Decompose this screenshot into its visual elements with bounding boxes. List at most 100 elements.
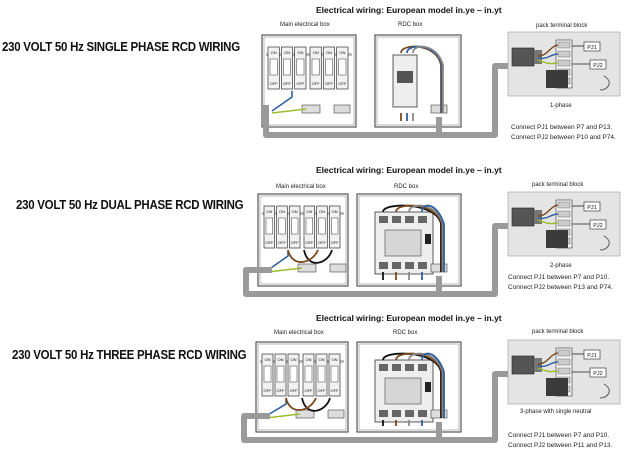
panel-title: 230 VOLT 50 Hz THREE PHASE RCD WIRING: [12, 348, 247, 362]
rdc-wire: [421, 352, 445, 426]
breaker-off-label: OFF: [270, 81, 279, 86]
terminal-wire-blue: [537, 361, 559, 368]
cable-conduit-to-terminal: [436, 371, 514, 443]
breaker-toggle: [318, 217, 326, 235]
breaker-on-label: ON: [306, 357, 312, 362]
cable-conduit-to-terminal: [436, 63, 514, 138]
din-rail: [260, 360, 344, 363]
breaker-on-label: ON: [319, 357, 325, 362]
phase-label: 3-phase with single neutral: [520, 409, 592, 415]
main-wire-earth: [271, 108, 307, 114]
terminal-screw: [557, 50, 571, 58]
breaker-toggle: [269, 58, 278, 76]
main-wire-brown: [287, 249, 319, 263]
breaker-toggle: [304, 365, 313, 383]
terminal-strip: [329, 263, 347, 273]
din-rail: [262, 212, 344, 215]
panel-three-phase: Electrical wiring: European model in.ye …: [0, 312, 640, 468]
pj2-box: [589, 219, 607, 230]
panel-header: Electrical wiring: European model in.ye …: [316, 313, 502, 323]
rcd-terminal-top: [392, 216, 401, 223]
breaker-toggle: [330, 365, 339, 383]
rcd-terminal-top: [418, 364, 427, 371]
terminal-clip: [599, 383, 610, 399]
terminal-wire-earth: [537, 367, 559, 373]
rdc-box-label: RDC box: [393, 330, 418, 336]
rcd-terminal-bottom: [379, 410, 388, 417]
breaker-on-label: ON: [332, 357, 338, 362]
panel-title: 230 VOLT 50 Hz SINGLE PHASE RCD WIRING: [2, 40, 240, 54]
breaker-on-label: ON: [278, 357, 284, 362]
power-module: [546, 230, 568, 248]
gland-nut: [534, 50, 542, 64]
breaker-on-label: ON: [297, 50, 303, 55]
rcd-terminal-top: [405, 216, 414, 223]
rcd-terminal-bottom: [379, 262, 388, 269]
breaker-off-label: OFF: [296, 81, 305, 86]
breaker-toggle: [265, 217, 273, 235]
breaker-off-label: OFF: [265, 240, 274, 245]
breaker-off-label: OFF: [318, 388, 327, 393]
main-wire-brown: [285, 397, 317, 411]
rcd-test-switch: [425, 382, 431, 392]
breaker-toggle: [311, 58, 320, 76]
breaker-toggle: [283, 58, 291, 76]
rcd-terminal-bottom: [405, 262, 414, 269]
breaker-off-label: OFF: [264, 388, 273, 393]
panel-title: 230 VOLT 50 Hz DUAL PHASE RCD WIRING: [16, 198, 244, 212]
power-module: [546, 378, 568, 396]
rdc-wire: [421, 204, 445, 280]
din-rail: [266, 53, 352, 56]
rdc-wire: [406, 45, 443, 121]
terminal-strip: [430, 104, 448, 114]
main-box-label: Main electrical box: [274, 330, 324, 336]
terminal-strip: [430, 263, 448, 273]
rcd-terminal-bottom: [418, 262, 427, 269]
breaker-on-label: ON: [265, 357, 271, 362]
breaker-off-label: OFF: [277, 388, 286, 393]
rdc-wire: [395, 352, 443, 426]
terminal-strip: [430, 409, 448, 419]
terminal-wire-brown: [537, 44, 559, 57]
breaker-off-label: OFF: [290, 388, 299, 393]
pj-notes: Connect PJ1 between P7 and P10. Connect …: [508, 431, 612, 450]
terminal-wire-earth: [537, 219, 559, 225]
pj2-note: Connect PJ2 between P13 and P74.: [508, 283, 613, 291]
terminal-wire-blue: [537, 213, 559, 220]
main-wire-earth: [267, 267, 303, 273]
pj2-box: [589, 59, 607, 70]
pj-notes: Connect PJ1 between P7 and P10. Connect …: [508, 273, 613, 292]
rdc-wire: [408, 352, 444, 426]
terminal-wire-earth: [537, 59, 559, 65]
pj2-note: Connect PJ2 between P11 and P13.: [508, 441, 613, 449]
power-module: [546, 70, 568, 88]
breaker-on-label: ON: [319, 209, 325, 214]
breaker-toggle: [338, 58, 347, 76]
rcd-terminal-top: [379, 216, 388, 223]
rcd-terminal-bottom: [392, 410, 401, 417]
main-box-inner: [259, 195, 347, 285]
main-box-inner: [257, 343, 347, 431]
cable-gland: [511, 355, 535, 375]
breaker-on-label: ON: [279, 209, 285, 214]
breaker-on-label: ON: [326, 50, 332, 55]
terminal-wire-brown: [537, 352, 559, 365]
terminal-wire-brown: [537, 204, 559, 217]
rcd-terminal-bottom: [418, 410, 427, 417]
rdc-box-inner: [358, 195, 460, 285]
breaker-on-label: ON: [332, 209, 338, 214]
gland-nut: [534, 358, 542, 372]
breaker-on-label: ON: [271, 50, 277, 55]
rcd-terminal-top: [405, 364, 414, 371]
terminal-label: pack terminal block: [532, 182, 584, 188]
pj1-box: [583, 201, 601, 212]
terminal-wire-blue: [537, 53, 559, 60]
pj1-label: PJ1: [587, 45, 596, 51]
phase-label: 2-phase: [550, 263, 572, 269]
gland-nut: [534, 210, 542, 224]
breaker-off-label: OFF: [283, 81, 292, 86]
main-wire-black: [301, 397, 331, 412]
